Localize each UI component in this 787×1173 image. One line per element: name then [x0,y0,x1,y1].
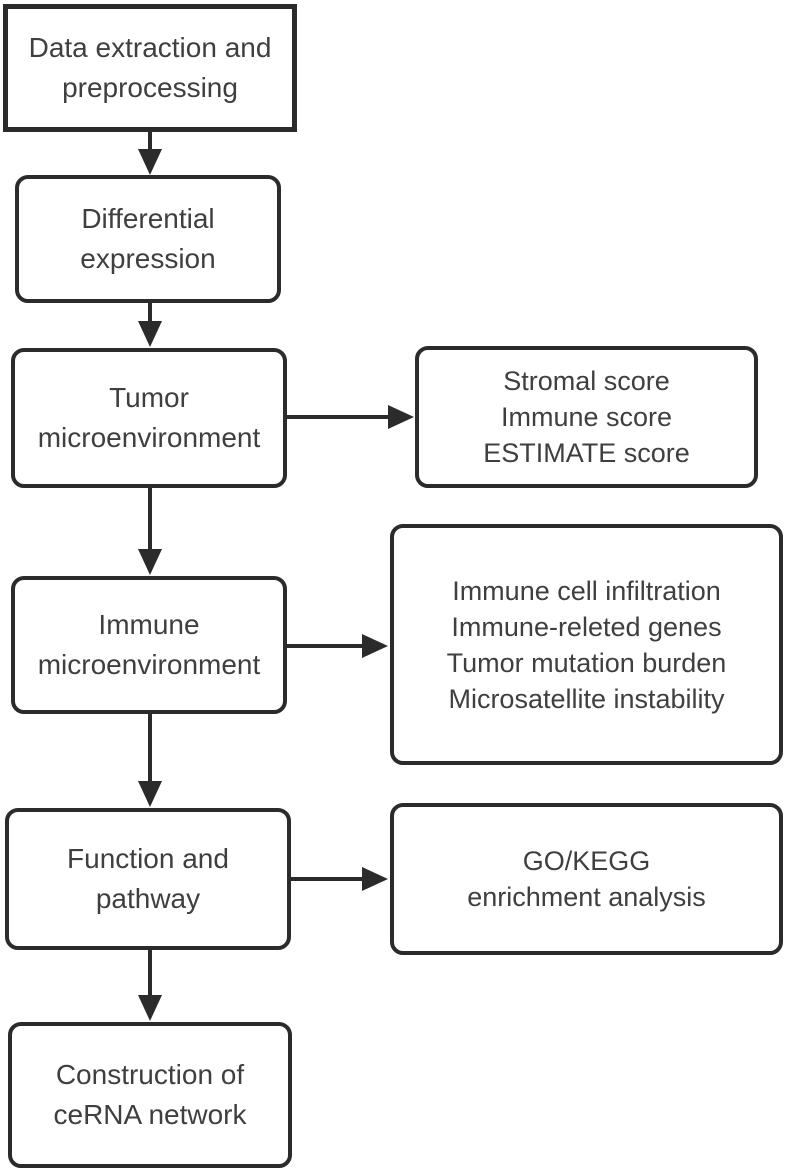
node-label-line: Stromal score [503,366,670,396]
node-differential-expression: Differential expression [15,175,281,303]
arrow-differential-expression-to-tumor-microenvironment [138,302,162,347]
node-label-line: microenvironment [37,649,261,680]
arrow-data-extraction-to-differential-expression [138,131,162,175]
node-tme-scores: Stromal score Immune score ESTIMATE scor… [415,346,758,488]
node-label-line: Function and [67,843,229,874]
node-label-line: Microsatellite instability [448,683,725,714]
node-label-line: Immune score [500,402,673,432]
arrow-tumor-microenvironment-to-tme-scores [286,405,414,429]
node-label-line: Tumor mutation burden [446,647,727,678]
node-label-line: Data extraction and [28,32,272,63]
node-immune-metrics: Immune cell infiltration Immune-releted … [390,524,783,765]
node-label-line: preprocessing [62,72,238,103]
arrow-immune-microenvironment-to-function-pathway [138,713,162,807]
node-label-line: GO/KEGG [522,846,651,876]
node-label-line: Construction of [55,1059,245,1090]
node-label-line: Immune-releted genes [451,611,722,642]
node-immune-microenvironment: Immune microenvironment [11,576,287,714]
node-function-pathway: Function and pathway [5,808,291,950]
node-label-line: Immune cell infiltration [452,575,721,606]
node-cerna-network: Construction of ceRNA network [8,1022,292,1168]
node-go-kegg: GO/KEGG enrichment analysis [390,803,783,955]
arrow-tumor-microenvironment-to-immune-microenvironment [138,487,162,575]
arrow-function-pathway-to-cerna-network [138,949,162,1021]
node-label-line: pathway [95,883,201,914]
node-label-line: expression [80,243,216,274]
node-label-line: Differential [81,203,215,234]
node-label-line: enrichment analysis [467,882,706,912]
node-label-line: microenvironment [37,422,261,453]
arrow-function-pathway-to-go-kegg [290,867,388,891]
node-label-line: Tumor [109,382,189,413]
node-label-line: ceRNA network [53,1099,247,1130]
node-tumor-microenvironment: Tumor microenvironment [11,348,287,488]
node-data-extraction: Data extraction and preprocessing [3,4,297,132]
node-label-line: Immune [98,609,200,640]
node-label-line: ESTIMATE score [483,438,690,468]
arrow-immune-microenvironment-to-immune-metrics [286,634,388,658]
